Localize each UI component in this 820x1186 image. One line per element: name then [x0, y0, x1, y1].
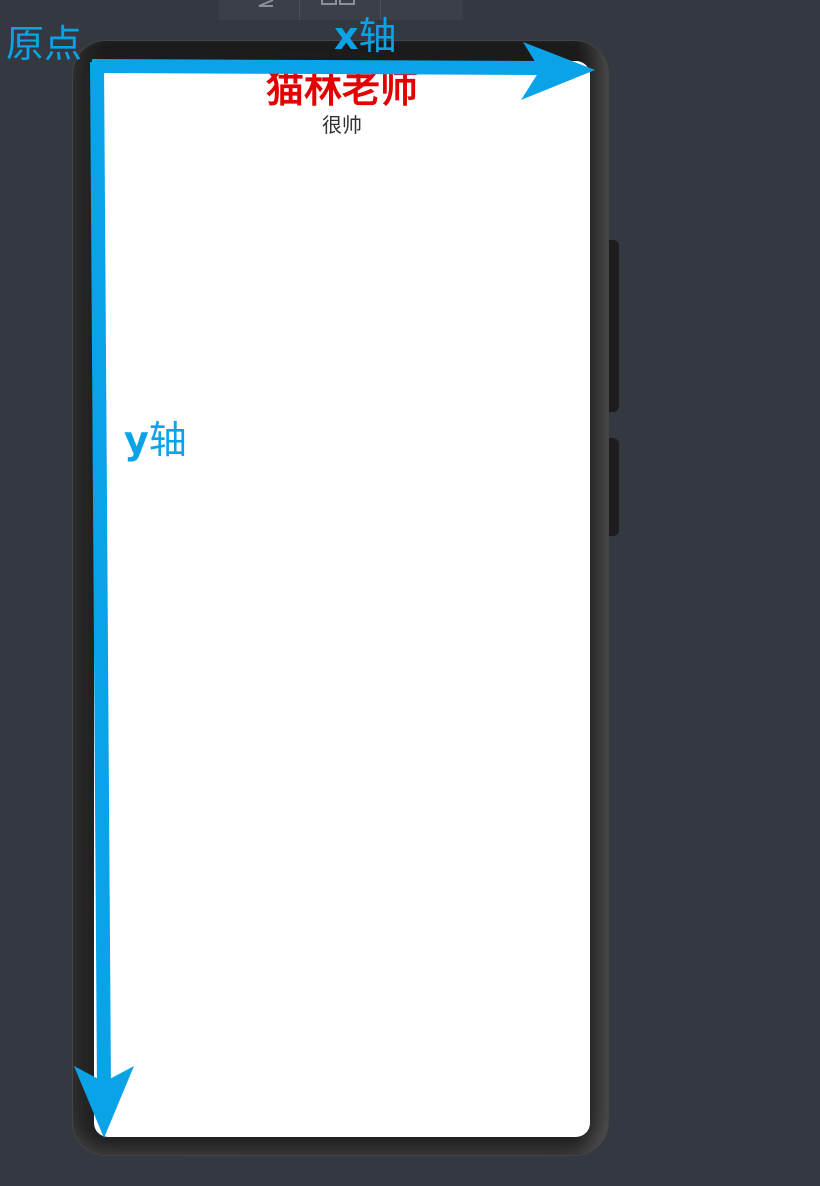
- x-axis-label: x轴: [334, 14, 397, 58]
- x-axis-suffix: 轴: [358, 14, 397, 58]
- previewer-toolbar: [219, 0, 463, 20]
- multi-window-icon: [321, 0, 355, 5]
- back-button[interactable]: [219, 0, 300, 20]
- device-screen: 猫林老师 很帅: [94, 61, 590, 1137]
- power-button: [609, 438, 619, 536]
- back-triangle-icon: [258, 0, 274, 7]
- page-title: 猫林老师: [265, 67, 418, 111]
- page-subtitle: 很帅: [322, 113, 362, 137]
- y-axis-label: y轴: [124, 418, 187, 462]
- x-axis-letter: x: [334, 14, 359, 58]
- y-axis-suffix: 轴: [148, 418, 187, 462]
- volume-button: [609, 240, 619, 412]
- y-axis-letter: y: [124, 418, 149, 462]
- origin-label: 原点: [6, 22, 83, 66]
- multi-window-button[interactable]: [300, 0, 381, 20]
